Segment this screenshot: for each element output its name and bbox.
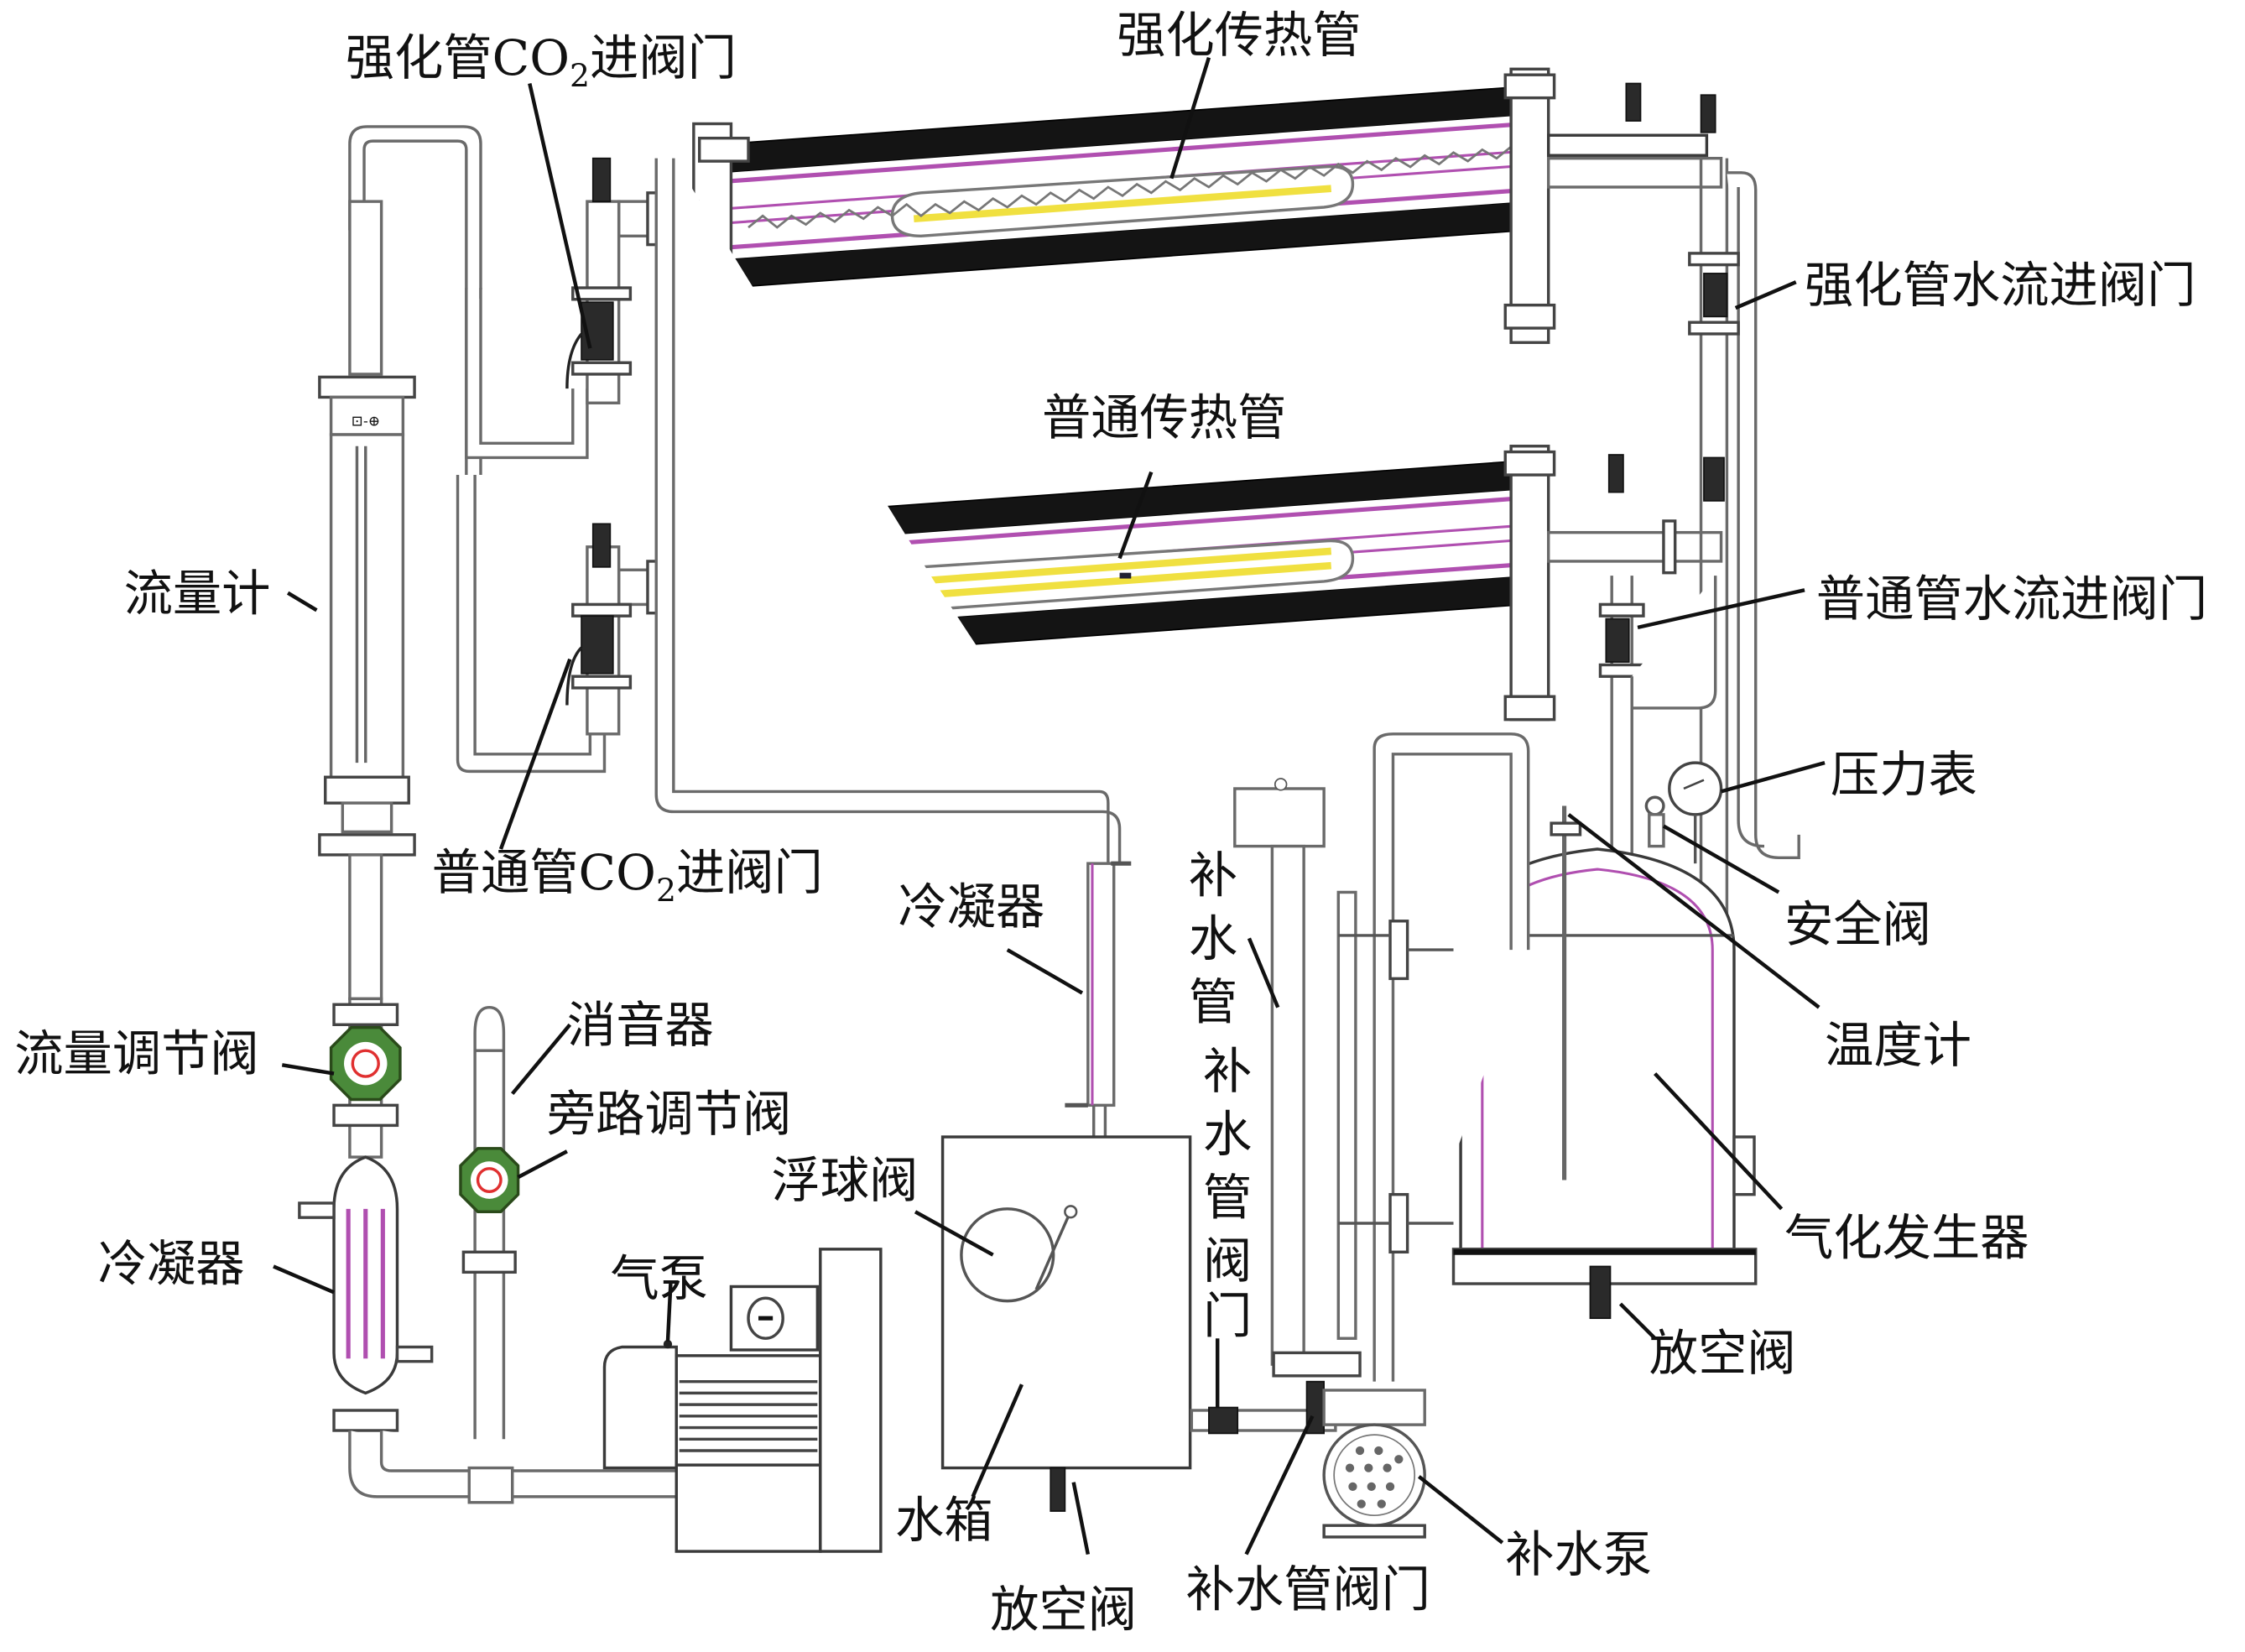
label-makeup-pipe-valve-v1: 补 bbox=[1203, 1043, 1252, 1100]
label-makeup-pipe-3: 管 bbox=[1189, 973, 1237, 1030]
label-enhanced-water-inlet-valve: 强化管水流进阀门 bbox=[1805, 257, 2196, 314]
label-makeup-pipe-valve-v2: 水 bbox=[1203, 1106, 1252, 1163]
enhanced-water-valve-body bbox=[1703, 273, 1728, 318]
float-ball-icon bbox=[960, 1207, 1055, 1303]
leader-lines bbox=[273, 56, 1826, 1556]
safety-valve-icon bbox=[1644, 795, 1665, 816]
label-air-pump: 气泵 bbox=[610, 1250, 708, 1307]
label-makeup-pipe-valve-v3: 管 bbox=[1203, 1170, 1252, 1227]
label-water-tank: 水箱 bbox=[895, 1492, 993, 1549]
label-makeup-pump: 补水泵 bbox=[1505, 1526, 1652, 1583]
flowmeter-scale-icon: ⊡-⊕ bbox=[352, 414, 381, 430]
label-flowmeter: 流量计 bbox=[124, 565, 271, 622]
enhanced-co2-valve bbox=[565, 157, 633, 404]
label-normal-water-inlet-valve: 普通管水流进阀门 bbox=[1816, 571, 2207, 628]
gasifier-vent-valve bbox=[1589, 1265, 1612, 1320]
label-enhanced-heat-tube: 强化传热管 bbox=[1117, 7, 1362, 64]
label-makeup-pipe-1: 补 bbox=[1189, 847, 1237, 904]
label-safety-valve: 安全阀 bbox=[1784, 896, 1931, 953]
flowmeter: ⊡-⊕ bbox=[318, 125, 482, 1001]
label-normal-heat-tube: 普通传热管 bbox=[1042, 389, 1287, 446]
label-vent-valve-right: 放空阀 bbox=[1649, 1325, 1796, 1382]
label-enhanced-co2-inlet-valve: 强化管CO2进阀门 bbox=[346, 29, 737, 94]
label-normal-co2-inlet-valve: 普通管CO2进阀门 bbox=[432, 844, 823, 909]
right-flange bbox=[1509, 67, 1550, 344]
pressure-gauge-icon bbox=[1668, 761, 1723, 816]
label-gasifier: 气化发生器 bbox=[1784, 1210, 2029, 1267]
label-condenser-left: 冷凝器 bbox=[98, 1236, 245, 1293]
muffler bbox=[461, 1005, 517, 1440]
label-flow-regulating-valve: 流量调节阀 bbox=[14, 1025, 259, 1082]
label-float-valve: 浮球阀 bbox=[771, 1152, 918, 1209]
label-thermometer: 温度计 bbox=[1825, 1017, 1972, 1074]
normal-co2-valve bbox=[565, 523, 633, 736]
text-labels: 强化管CO2进阀门 强化传热管 强化管水流进阀门 普通传热管 流量计 普通管水流… bbox=[14, 7, 2207, 1639]
label-makeup-pipe-valve-v4: 阀 bbox=[1203, 1232, 1252, 1290]
label-condenser-top: 冷凝器 bbox=[898, 878, 1044, 935]
enhanced-heat-tube bbox=[617, 67, 1723, 384]
label-muffler: 消音器 bbox=[567, 997, 714, 1054]
bypass-regulating-valve bbox=[459, 1147, 520, 1213]
label-makeup-pipe-valve: 补水管阀门 bbox=[1185, 1561, 1430, 1618]
makeup-water-system bbox=[1190, 732, 1530, 1539]
water-tank bbox=[940, 1135, 1192, 1512]
label-makeup-pipe-valve-v5: 门 bbox=[1203, 1287, 1252, 1344]
flow-regulating-valve bbox=[329, 1003, 402, 1128]
water-riser bbox=[1598, 158, 1800, 921]
label-vent-valve-bottom: 放空阀 bbox=[990, 1581, 1137, 1638]
air-pump bbox=[602, 1248, 883, 1553]
label-bypass-regulating-valve: 旁路调节阀 bbox=[547, 1086, 792, 1143]
label-makeup-pipe-2: 水 bbox=[1189, 910, 1237, 967]
label-pressure-gauge: 压力表 bbox=[1831, 746, 1977, 803]
